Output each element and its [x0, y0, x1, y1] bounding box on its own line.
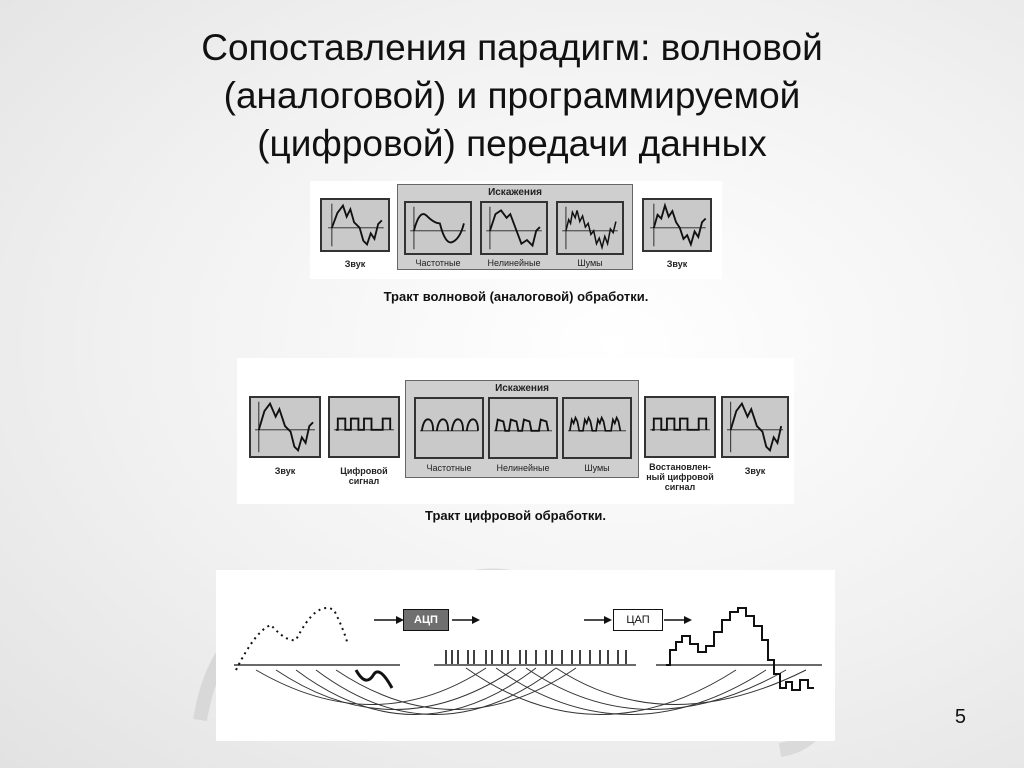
analog-freq-label: Частотные — [415, 258, 461, 268]
analog-wave-icon — [726, 401, 784, 453]
digital-noise-label: Шумы — [584, 463, 610, 473]
analog-wave-icon — [486, 206, 542, 250]
digital-nonlinear-screen — [488, 397, 558, 459]
digital-distortion-group: Искажения Частотные Нелинейные Шумы — [405, 380, 639, 478]
adc-label: АЦП — [414, 614, 438, 626]
digital-output-label: Звук — [744, 466, 766, 476]
analog-output-screen — [642, 198, 712, 252]
page-number: 5 — [954, 706, 966, 728]
analog-freq-screen — [404, 201, 472, 255]
analog-output-label: Звук — [666, 259, 688, 269]
conversion-diagram: АЦП ЦАП — [216, 570, 835, 741]
slide-title: Сопоставления парадигм: волновой (аналог… — [80, 24, 944, 168]
restored-signal-screen — [644, 396, 716, 458]
digital-input-label: Звук — [274, 466, 296, 476]
digital-signal-screen — [328, 396, 400, 458]
restored-signal-label-2: ный цифровой — [646, 472, 714, 482]
conversion-illustration — [234, 607, 822, 715]
pulse-train-icon — [420, 418, 479, 432]
analog-noise-screen — [556, 201, 624, 255]
digital-nonlinear-label: Нелинейные — [496, 463, 550, 473]
digital-group-title: Искажения — [495, 383, 549, 394]
pulse-train-icon — [334, 417, 394, 431]
analog-wave-icon — [410, 206, 466, 250]
analog-distortion-group: Искажения Частотные Нелинейные Шумы — [397, 184, 633, 270]
analog-caption: Тракт волновой (аналоговой) обработки. — [383, 289, 649, 304]
digital-freq-label: Частотные — [426, 463, 472, 473]
adc-box: АЦП — [403, 609, 449, 631]
dac-box: ЦАП — [613, 609, 663, 631]
restored-signal-label-3: сигнал — [664, 482, 696, 492]
analog-group-title: Искажения — [488, 187, 542, 198]
restored-signal-label-1: Востановлен- — [649, 462, 711, 472]
analog-nonlinear-screen — [480, 201, 548, 255]
digital-input-screen — [249, 396, 321, 458]
analog-noise-label: Шумы — [577, 258, 603, 268]
analog-wave-icon — [562, 206, 618, 251]
digital-path-diagram: Искажения Частотные Нелинейные Шумы — [237, 358, 794, 504]
analog-wave-icon — [328, 203, 384, 247]
pulse-train-icon — [568, 415, 626, 432]
dac-label: ЦАП — [626, 614, 650, 626]
digital-signal-label-2: сигнал — [348, 476, 380, 486]
title-line-2: (аналоговой) и программируемой — [223, 75, 801, 116]
analog-wave-icon — [255, 401, 315, 453]
analog-nonlinear-label: Нелинейные — [487, 258, 541, 268]
pulse-train-icon — [494, 418, 552, 432]
analog-input-label: Звук — [344, 259, 366, 269]
digital-noise-screen — [562, 397, 632, 459]
title-line-3: (цифровой) передачи данных — [257, 123, 767, 164]
digital-signal-label-1: Цифровой — [340, 466, 388, 476]
pulse-train-icon — [650, 417, 710, 431]
analog-input-screen — [320, 198, 390, 252]
digital-output-screen — [721, 396, 789, 458]
digital-freq-screen — [414, 397, 484, 459]
title-line-1: Сопоставления парадигм: волновой — [201, 27, 823, 68]
analog-path-diagram: Звук Искажения Частотные Нел — [310, 181, 722, 279]
analog-wave-icon — [650, 202, 707, 248]
digital-caption: Тракт цифровой обработки. — [425, 508, 606, 523]
